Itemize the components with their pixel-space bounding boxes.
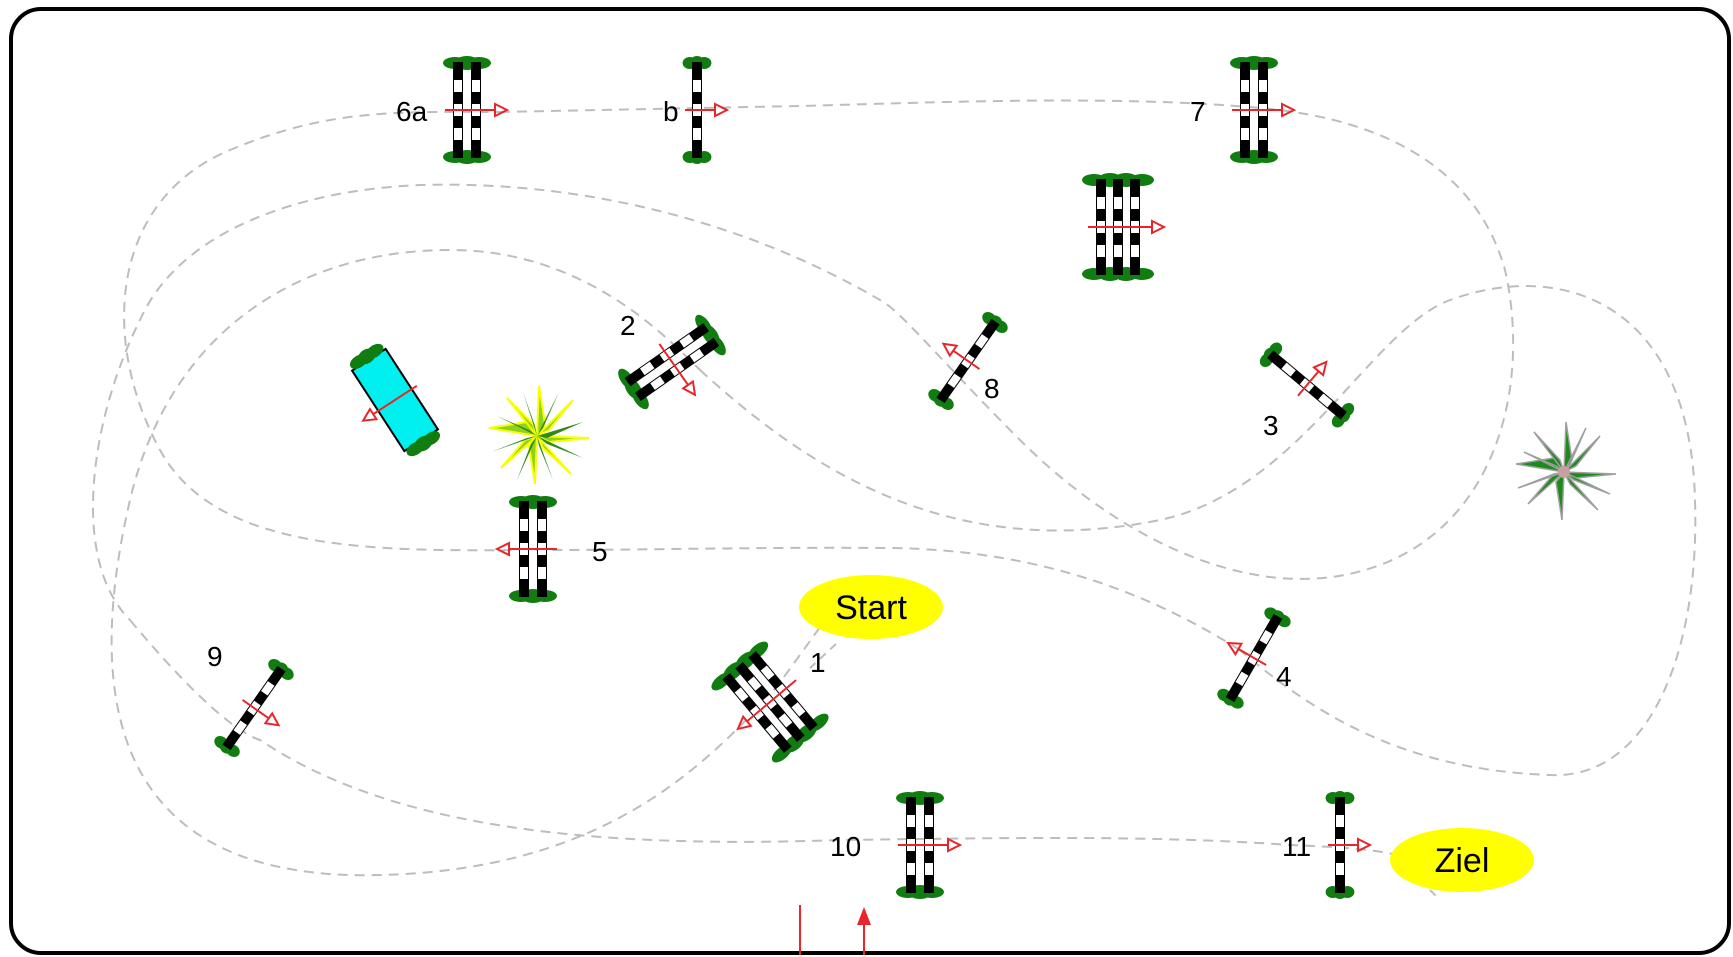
obstacle-11 (1325, 791, 1373, 899)
obstacle-4 (1214, 604, 1294, 712)
obstacle-10-number: 10 (830, 831, 861, 862)
obstacle-3-number: 3 (1263, 410, 1279, 441)
arena-border (9, 7, 1731, 955)
obstacle-2 (613, 311, 731, 413)
obstacle-10 (896, 791, 963, 899)
finish-label: Ziel (1435, 842, 1490, 880)
obstacle-4-number: 4 (1276, 661, 1292, 692)
finish-marker: Ziel (1390, 828, 1534, 897)
obstacle-3 (1256, 339, 1358, 431)
start-marker: Start (799, 575, 943, 669)
obstacle-6b (682, 56, 730, 164)
obstacle-6b-label: b (663, 96, 679, 127)
plant-yellow-green-icon (488, 385, 590, 485)
obstacle-6a (443, 56, 510, 164)
obstacle-6a-number: 6a (396, 96, 428, 127)
obstacle-9 (211, 655, 297, 761)
obstacle-water-jump (346, 340, 444, 460)
obstacle-9-number: 9 (207, 641, 223, 672)
start-label: Start (835, 589, 907, 627)
plant-dark-green-icon (1515, 421, 1617, 521)
obstacle-1-number: 1 (810, 647, 826, 678)
obstacle-5 (494, 495, 557, 603)
entrance-arrow-icon (799, 905, 871, 955)
obstacle-8-number: 8 (984, 373, 1000, 404)
obstacle-7 (1230, 56, 1297, 164)
obstacle-5-number: 5 (592, 536, 608, 567)
obstacle-2-number: 2 (620, 310, 636, 341)
obstacle-11-number: 11 (1282, 831, 1311, 862)
obstacle-triple-unnumbered (1082, 173, 1167, 281)
obstacle-8 (925, 308, 1011, 414)
obstacle-1 (711, 641, 829, 763)
obstacle-7-number: 7 (1190, 96, 1206, 127)
